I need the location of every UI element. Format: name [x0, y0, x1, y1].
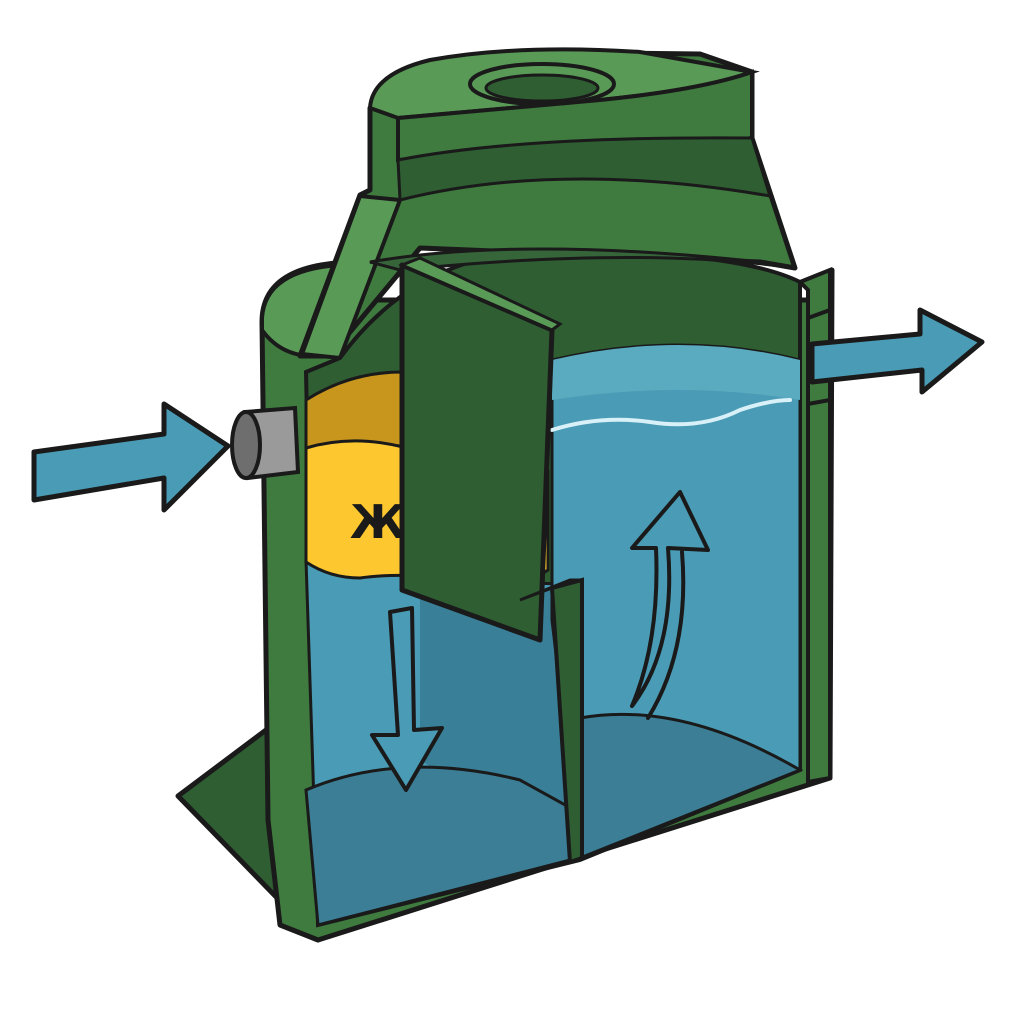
inflow-arrow-icon	[31, 401, 231, 513]
down-flow-arrow-icon	[370, 606, 444, 792]
top-opening	[468, 62, 616, 106]
outflow-arrow-icon	[809, 307, 985, 395]
inlet-pipe	[230, 405, 301, 481]
front-baffle	[398, 256, 563, 643]
up-flow-arrow-icon	[630, 490, 710, 720]
right-chamber-water	[550, 343, 804, 861]
tank-neck	[297, 47, 798, 361]
rear-baffle	[519, 577, 584, 865]
